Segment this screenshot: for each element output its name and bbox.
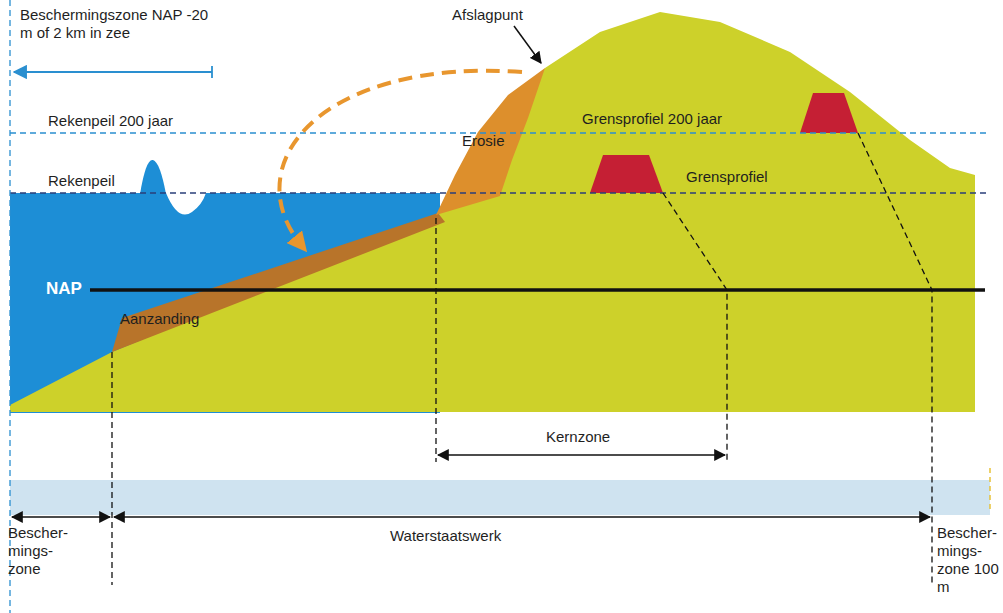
zone-tick bbox=[211, 66, 213, 78]
core-zone-arrow bbox=[438, 454, 725, 456]
dune-body bbox=[10, 12, 975, 412]
label: Aanzanding bbox=[120, 310, 199, 328]
ground-band bbox=[10, 480, 990, 515]
wave-trough bbox=[166, 193, 206, 215]
label: Grensprofiel 200 jaar bbox=[582, 110, 722, 128]
label: Bescher- mings- zone bbox=[8, 524, 70, 578]
construction-lines bbox=[112, 133, 932, 585]
leader-line bbox=[514, 26, 541, 63]
limit-profile bbox=[590, 155, 663, 193]
design-level bbox=[10, 192, 990, 194]
label: Waterstaatswerk bbox=[390, 527, 501, 545]
label: Grensprofiel bbox=[686, 168, 768, 186]
label: Rekenpeil bbox=[48, 172, 115, 190]
label: Kernzone bbox=[546, 428, 610, 446]
wave-crest bbox=[140, 160, 166, 194]
waterworks-arrow bbox=[114, 516, 930, 518]
boundary-line-right bbox=[989, 468, 991, 512]
label: NAP bbox=[46, 280, 82, 298]
label: Bescher- mings- zone 100 m bbox=[937, 524, 999, 596]
nap-line bbox=[90, 288, 985, 292]
label: Afslagpunt bbox=[452, 6, 523, 24]
label: Erosie bbox=[462, 132, 505, 150]
sand-transport-arrow bbox=[279, 71, 522, 246]
limit-profile-200 bbox=[800, 93, 858, 133]
label: Beschermingszone NAP -20 m of 2 km in ze… bbox=[20, 6, 210, 42]
accretion-layer bbox=[112, 213, 445, 352]
zone-arrow-left bbox=[12, 516, 110, 518]
boundary-line bbox=[9, 0, 10, 613]
label: Rekenpeil 200 jaar bbox=[48, 112, 173, 130]
zone-arrow bbox=[14, 71, 212, 73]
